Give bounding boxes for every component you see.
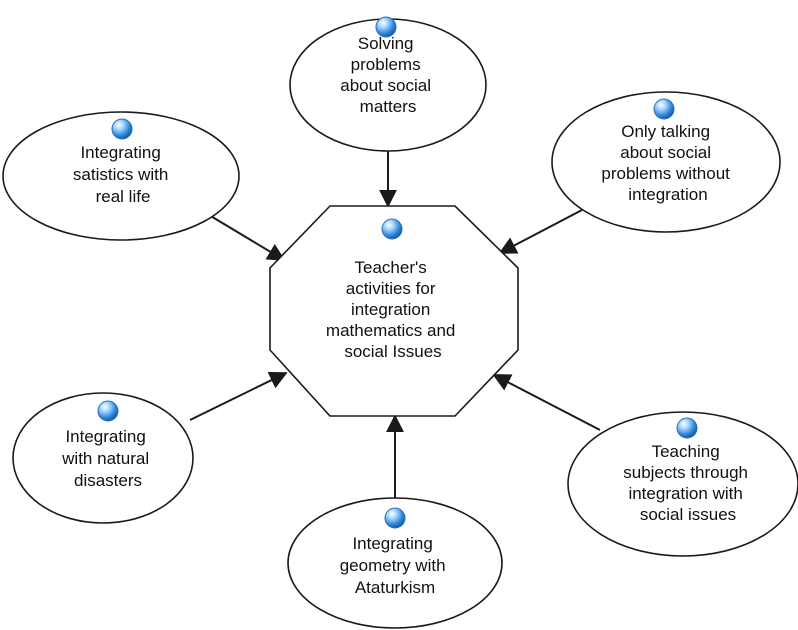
node-marker-icon <box>384 507 406 529</box>
node-label-line: Integrating <box>65 427 145 446</box>
node-label-line: about social <box>620 143 711 162</box>
edge-talking-to-center <box>498 209 583 254</box>
center-label-line: activities for <box>346 279 436 298</box>
node-only-talking[interactable]: Only talking about social problems witho… <box>551 91 781 233</box>
node-label: Integrating geometry with Ataturkism <box>340 534 451 597</box>
node-integrating-geometry[interactable]: Integrating geometry with Ataturkism <box>287 497 503 629</box>
center-label-line: Teacher's <box>355 258 427 277</box>
node-label-line: problems <box>351 55 421 74</box>
node-label: Integrating with natural disasters <box>61 427 154 490</box>
node-label: Only talking about social problems witho… <box>601 122 734 204</box>
node-label-line: about social <box>340 76 431 95</box>
node-label-line: with natural <box>61 449 149 468</box>
node-label-line: geometry with <box>340 556 446 575</box>
node-label-line: Ataturkism <box>355 578 435 597</box>
center-octagon <box>269 205 519 417</box>
node-ellipse <box>2 111 240 241</box>
center-label-line: mathematics and <box>326 321 455 340</box>
node-label-line: matters <box>360 97 417 116</box>
node-label-line: integration <box>628 185 707 204</box>
node-solving-problems[interactable]: Solving problems about social matters <box>289 16 487 152</box>
edge-teaching-to-center <box>492 374 601 431</box>
center-label-line: social Issues <box>344 342 441 361</box>
node-label-line: Integrating <box>352 534 432 553</box>
edge-statistics-to-center <box>203 211 286 261</box>
node-integrating-statistics[interactable]: Integrating satistics with real life <box>2 111 240 241</box>
node-label-line: integration with <box>628 484 742 503</box>
node-marker-icon <box>676 417 698 439</box>
node-label-line: subjects through <box>623 463 748 482</box>
node-marker-icon <box>97 400 119 422</box>
node-label-line: satistics with <box>73 165 168 184</box>
node-ellipse <box>287 497 503 629</box>
node-ellipse <box>567 411 798 557</box>
node-natural-disasters[interactable]: Integrating with natural disasters <box>12 392 194 524</box>
node-teaching-subjects[interactable]: Teaching subjects through integration wi… <box>567 411 798 557</box>
node-label: Solving problems about social matters <box>340 34 435 116</box>
node-label: Integrating satistics with real life <box>73 143 173 206</box>
node-ellipse <box>12 392 194 524</box>
node-ellipse <box>551 91 781 233</box>
node-label-line: Solving <box>358 34 414 53</box>
node-marker-icon <box>375 16 397 38</box>
node-label-line: real life <box>96 187 151 206</box>
center-label-line: integration <box>351 300 430 319</box>
node-label-line: Teaching <box>652 442 720 461</box>
edge-disasters-to-center <box>189 372 288 421</box>
node-label-line: Only talking <box>621 122 710 141</box>
node-label-line: disasters <box>74 471 142 490</box>
node-marker-icon <box>653 98 675 120</box>
node-label-line: problems without <box>601 164 730 183</box>
node-label-line: social issues <box>640 505 736 524</box>
node-marker-icon <box>111 118 133 140</box>
center-node[interactable]: Teacher's activities for integration mat… <box>269 205 519 417</box>
node-label: Teaching subjects through integration wi… <box>623 442 752 524</box>
center-label: Teacher's activities for integration mat… <box>326 258 460 361</box>
node-label-line: Integrating <box>80 143 160 162</box>
center-marker-icon <box>381 218 403 240</box>
